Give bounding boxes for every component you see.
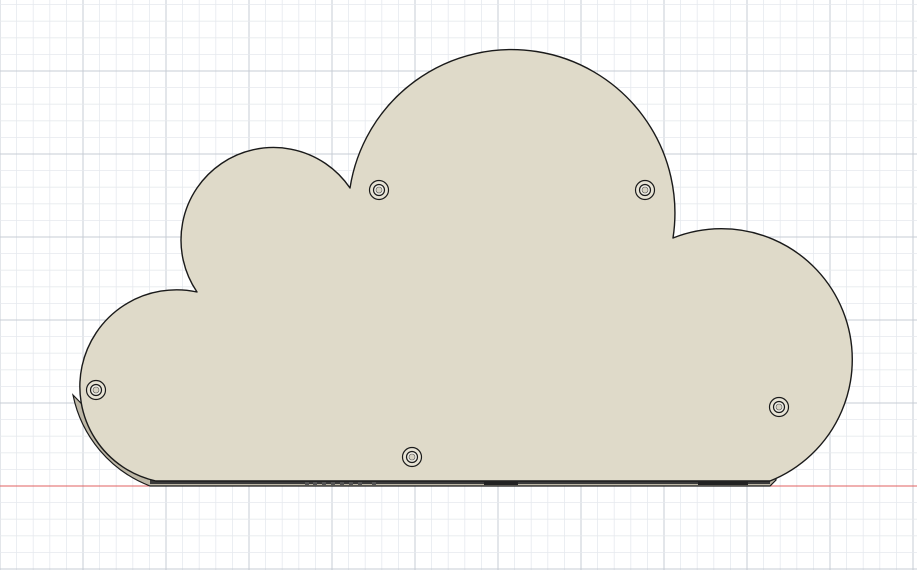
countersunk-screw-hole-icon	[401, 446, 423, 468]
countersunk-screw-hole-icon	[85, 379, 107, 401]
countersunk-screw-hole-icon	[768, 396, 790, 418]
screw-holes	[85, 179, 790, 468]
hole-core	[92, 386, 100, 394]
bottom-edge-notch	[372, 482, 376, 485]
bottom-edge-notch	[340, 482, 344, 485]
bottom-edge-notch	[349, 482, 353, 485]
cloud-plate-face[interactable]	[79, 48, 853, 482]
hole-core	[375, 186, 383, 194]
bottom-edge-slot	[698, 481, 748, 485]
countersunk-screw-hole-icon	[634, 179, 656, 201]
hole-core	[775, 403, 783, 411]
cloud-part[interactable]	[72, 48, 853, 487]
bottom-edge-notch	[313, 482, 317, 485]
bottom-edge-notch	[322, 482, 326, 485]
bottom-edge-features	[305, 481, 748, 485]
hole-core	[408, 453, 416, 461]
countersunk-screw-hole-icon	[368, 179, 390, 201]
bottom-edge-slot	[484, 481, 518, 485]
bottom-edge-notch	[358, 482, 362, 485]
cloud-plate-bottom-edge	[150, 480, 770, 484]
bottom-edge-notch	[331, 482, 335, 485]
bottom-edge-notch	[305, 482, 309, 485]
hole-core	[641, 186, 649, 194]
